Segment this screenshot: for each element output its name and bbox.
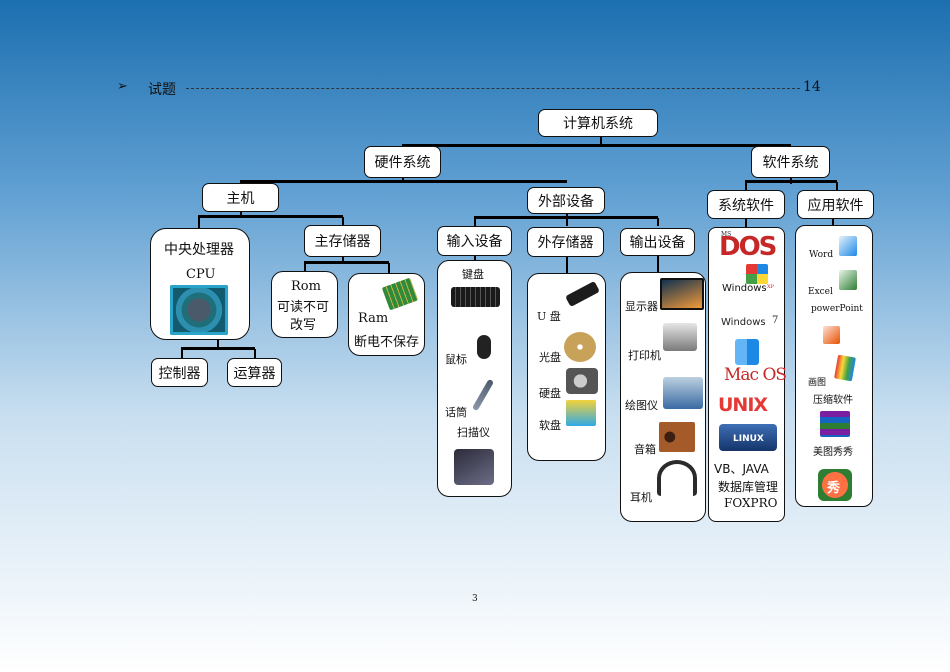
mouse-icon (477, 335, 491, 359)
windows7-logo: Windows (721, 317, 766, 328)
system-software-panel: MS DOS Windows XP Windows 7 Mac OS UNIX … (708, 227, 787, 522)
input-item-microphone: 话筒 (445, 406, 467, 419)
node-output-devices: 输出设备 (620, 228, 695, 256)
input-item-keyboard: 键盘 (462, 268, 484, 281)
input-item-mouse: 鼠标 (445, 353, 467, 366)
powerpoint-icon (823, 326, 840, 344)
word-icon (839, 236, 857, 256)
app-item-paint: 画图 (808, 378, 827, 388)
node-main-memory: 主存储器 (304, 225, 381, 257)
scanner-icon (454, 449, 494, 485)
cpu-chip-image (170, 285, 228, 335)
storage-item-cd: 光盘 (539, 351, 561, 364)
node-host: 主机 (202, 183, 279, 212)
dos-logo: DOS (719, 232, 777, 262)
storage-item-usb: U 盘 (537, 310, 561, 323)
node-cpu: 中央处理器 CPU (150, 228, 250, 340)
rom-desc-line1: 可读不可 (277, 300, 330, 315)
linux-badge-icon (719, 424, 777, 451)
app-item-meitu: 美图秀秀 (813, 447, 853, 458)
ram-name: Ram (358, 311, 389, 326)
monitor-icon (660, 278, 704, 310)
meitu-logo-text: 秀 (827, 481, 841, 496)
node-system-software: 系统软件 (707, 190, 785, 219)
windows-xp-flag-icon (746, 264, 768, 284)
node-external-storage: 外存储器 (527, 227, 604, 257)
speaker-icon (659, 422, 695, 452)
mac-os-logo: Mac OS (724, 365, 787, 385)
winrar-icon (820, 411, 850, 437)
page-number: 3 (472, 594, 478, 604)
windows7-version: 7 (772, 315, 779, 326)
output-devices-panel: 显示器 打印机 绘图仪 音箱 耳机 (620, 272, 706, 522)
app-item-powerpoint: powerPoint (811, 304, 863, 314)
ram-desc: 断电不保存 (354, 335, 420, 350)
question-label: 试题 (148, 82, 176, 98)
headphones-icon (657, 460, 697, 496)
storage-item-hdd: 硬盘 (539, 387, 561, 400)
app-item-word: Word (809, 250, 834, 260)
database-text: 数据库管理 (718, 480, 779, 494)
printer-icon (663, 323, 697, 351)
paint-icon (834, 354, 856, 382)
node-input-devices: 输入设备 (437, 226, 512, 256)
input-devices-panel: 键盘 鼠标 话筒 扫描仪 (437, 260, 512, 497)
dotted-leader (186, 88, 800, 89)
keyboard-icon (451, 287, 500, 307)
rom-name: Rom (291, 279, 321, 294)
ms-label: MS (721, 231, 732, 238)
windows-xp-logo: Windows (722, 283, 767, 294)
node-rom: Rom 可读不可 改写 (271, 271, 338, 338)
input-item-scanner: 扫描仪 (457, 426, 490, 439)
foxpro-text: FOXPRO (724, 496, 778, 510)
output-item-plotter: 绘图仪 (625, 399, 658, 412)
app-item-excel: Excel (808, 287, 833, 297)
cpu-title: 中央处理器 (164, 242, 234, 258)
rom-desc-line2: 改写 (290, 318, 317, 333)
usb-drive-icon (565, 280, 600, 308)
excel-icon (839, 270, 857, 290)
node-controller: 控制器 (151, 358, 208, 387)
hard-disk-icon (566, 368, 598, 394)
output-item-printer: 打印机 (628, 349, 661, 362)
node-alu: 运算器 (227, 358, 282, 387)
node-application-software: 应用软件 (797, 190, 874, 219)
windows-xp-version: XP (767, 284, 774, 290)
mac-finder-icon (735, 339, 759, 365)
external-storage-panel: U 盘 光盘 硬盘 软盘 (527, 273, 606, 461)
application-software-panel: Word Excel powerPoint 画图 压缩软件 美图秀秀 秀 (795, 225, 873, 507)
cd-disc-icon (564, 332, 596, 362)
vb-java-text: VB、JAVA (714, 462, 769, 476)
node-hardware-system: 硬件系统 (364, 146, 441, 178)
node-computer-system: 计算机系统 (538, 109, 658, 137)
node-software-system: 软件系统 (751, 146, 830, 178)
unix-logo: UNIX (718, 394, 768, 416)
app-item-compression: 压缩软件 (813, 395, 853, 406)
storage-item-floppy: 软盘 (539, 419, 561, 432)
plotter-icon (663, 377, 703, 409)
linux-logo: LINUX (733, 434, 764, 444)
node-ram: Ram 断电不保存 (348, 273, 425, 356)
page-ref: 14 (803, 79, 821, 95)
output-item-headphones: 耳机 (630, 491, 652, 504)
output-item-speaker: 音箱 (634, 443, 656, 456)
output-item-monitor: 显示器 (625, 300, 658, 313)
meitu-icon (818, 469, 852, 501)
bullet-icon: ➢ (117, 79, 128, 94)
cpu-subtitle: CPU (186, 267, 216, 282)
ram-module-image (381, 277, 419, 311)
microphone-icon (471, 378, 495, 412)
node-peripherals: 外部设备 (527, 187, 605, 214)
floppy-disk-icon (566, 400, 596, 426)
